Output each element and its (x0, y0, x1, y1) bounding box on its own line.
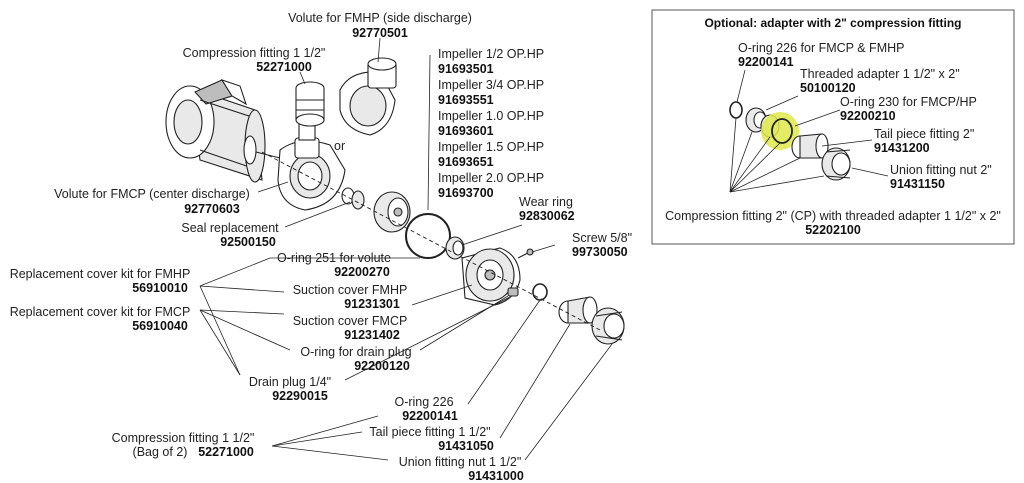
volute-fmhp-part: 92770501 (352, 26, 408, 40)
suction-cover (461, 247, 521, 306)
impeller-5-label: Impeller 2.0 OP.HP (438, 171, 544, 185)
o-ring-251 (405, 213, 451, 259)
opt-threaded-adapter-label: Threaded adapter 1 1/2" x 2" (800, 67, 960, 81)
suction-fmhp-part: 91231301 (344, 297, 400, 311)
cover-kit-fmcp-label: Replacement cover kit for FMCP (10, 305, 191, 319)
tail-piece-1-5 (558, 296, 598, 324)
volute-fmcp-label: Volute for FMCP (center discharge) (54, 187, 250, 201)
union-nut-1-5-part: 91431000 (468, 469, 524, 483)
suction-fmcp-label: Suction cover FMCP (293, 314, 408, 328)
drain-plug-part: 92290015 (272, 389, 328, 403)
impeller-2-part: 91693551 (438, 93, 494, 107)
opt-compression-cp-part: 52202100 (805, 223, 861, 237)
compression-bag-label: Compression fitting 1 1/2" (112, 431, 255, 445)
seal-replacement-part: 92500150 (220, 235, 276, 249)
opt-oring-226-label: O-ring 226 for FMCP & FMHP (738, 41, 904, 55)
drain-plug-label: Drain plug 1/4" (249, 375, 331, 389)
wear-ring-label: Wear ring (519, 195, 573, 209)
seal-replacement-label: Seal replacement (181, 221, 279, 235)
optional-inset: Optional: adapter with 2" compression fi… (651, 9, 1015, 245)
cover-kit-fmhp-part: 56910010 (132, 281, 188, 295)
opt-compression-cp-label: Compression fitting 2" (CP) with threade… (665, 209, 1001, 223)
impeller-3-part: 91693601 (438, 124, 494, 138)
volute-fmhp (339, 57, 397, 136)
oring-226-part: 92200141 (402, 409, 458, 423)
union-nut-1-5-label: Union fitting nut 1 1/2" (399, 455, 522, 469)
opt-union-nut-2-part: 91431150 (890, 177, 945, 191)
tail-piece-1-5-label: Tail piece fitting 1 1/2" (369, 425, 490, 439)
volute-fmcp-part: 92770603 (184, 202, 240, 216)
optional-title: Optional: adapter with 2" compression fi… (704, 16, 961, 30)
compression-bag-part: 52271000 (198, 445, 254, 459)
suction-fmcp-part: 91231402 (344, 328, 400, 342)
impeller-3-label: Impeller 1.0 OP.HP (438, 109, 544, 123)
compression-fitting-top-part: 52271000 (256, 60, 312, 74)
opt-tail-piece-2-part: 91431200 (874, 141, 930, 155)
screw (517, 248, 534, 259)
opt-oring-230-part: 92200210 (840, 109, 896, 123)
drain-plug (507, 283, 548, 301)
compression-bag-label2: (Bag of 2) (133, 445, 188, 459)
opt-oring-230-label: O-ring 230 for FMCP/HP (840, 95, 977, 109)
seal (341, 187, 365, 210)
or-label: or (334, 139, 345, 153)
motor (165, 78, 289, 183)
volute-fmcp (277, 119, 346, 211)
oring-226-label: O-ring 226 (394, 395, 453, 409)
screw-label: Screw 5/8" (572, 231, 632, 245)
opt-tail-piece-2-label: Tail piece fitting 2" (874, 127, 974, 141)
compression-fitting-top-label: Compression fitting 1 1/2" (183, 46, 326, 60)
opt-threaded-adapter-part: 50100120 (800, 81, 856, 95)
tail-piece-1-5-part: 91431050 (438, 439, 494, 453)
opt-union-nut-2-label: Union fitting nut 2" (890, 163, 992, 177)
volute-fmhp-label: Volute for FMHP (side discharge) (288, 11, 472, 25)
wear-ring (445, 236, 465, 260)
impeller-4-part: 91693651 (438, 155, 494, 169)
impeller (373, 191, 411, 233)
highlight-o-ring-230 (761, 112, 799, 150)
impeller-1-part: 91693501 (438, 62, 494, 76)
compression-fitting-top (295, 81, 325, 127)
impeller-5-part: 91693700 (438, 186, 494, 200)
union-nut-1-5 (591, 307, 625, 345)
opt-oring-226-part: 92200141 (738, 55, 794, 69)
screw-part: 99730050 (572, 245, 628, 259)
oring-drain-label: O-ring for drain plug (300, 345, 411, 359)
wear-ring-part: 92830062 (519, 209, 575, 223)
cover-kit-fmcp-part: 56910040 (132, 319, 188, 333)
oring-251-label: O-ring 251 for volute (277, 251, 391, 265)
oring-251-part: 92200270 (334, 265, 390, 279)
impeller-4-label: Impeller 1.5 OP.HP (438, 140, 544, 154)
impeller-2-label: Impeller 3/4 OP.HP (438, 78, 544, 92)
leader-lines (199, 37, 613, 461)
cover-kit-fmhp-label: Replacement cover kit for FMHP (10, 267, 191, 281)
impeller-1-label: Impeller 1/2 OP.HP (438, 47, 544, 61)
suction-fmhp-label: Suction cover FMHP (293, 283, 408, 297)
oring-drain-part: 92200120 (354, 359, 410, 373)
